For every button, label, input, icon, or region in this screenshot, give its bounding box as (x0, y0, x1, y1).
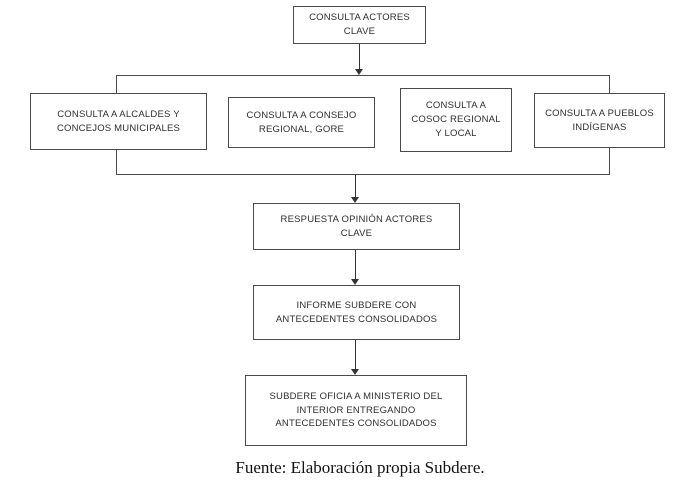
node-consulta-pueblos-indigenas: CONSULTA A PUEBLOS INDÍGENAS (534, 93, 665, 148)
arrow-down-icon (351, 250, 360, 285)
node-consulta-pueblos-indigenas-label: CONSULTA A PUEBLOS INDÍGENAS (545, 107, 654, 133)
arrow-down-icon (351, 175, 360, 203)
source-caption: Fuente: Elaboración propia Subdere. (235, 458, 485, 477)
node-consulta-actores-clave: CONSULTA ACTORES CLAVE (293, 6, 426, 44)
node-consulta-alcaldes: CONSULTA A ALCALDES Y CONCEJOS MUNICIPAL… (30, 93, 207, 150)
node-informe-subdere-label: INFORME SUBDERE CON ANTECEDENTES CONSOLI… (275, 299, 438, 325)
node-subdere-oficia-ministerio-label: SUBDERE OFICIA A MINISTERIO DEL INTERIOR… (269, 390, 443, 430)
node-subdere-oficia-ministerio: SUBDERE OFICIA A MINISTERIO DEL INTERIOR… (245, 375, 467, 446)
node-consulta-cosoc-label: CONSULTA A COSOC REGIONAL Y LOCAL (411, 100, 501, 139)
node-respuesta-opinion: RESPUESTA OPINIÓN ACTORES CLAVE (253, 203, 460, 250)
node-respuesta-opinion-label: RESPUESTA OPINIÓN ACTORES CLAVE (280, 213, 433, 239)
node-informe-subdere: INFORME SUBDERE CON ANTECEDENTES CONSOLI… (253, 285, 460, 340)
node-consulta-consejo-regional: CONSULTA A CONSEJO REGIONAL, GORE (228, 97, 375, 148)
arrow-down-icon (351, 340, 360, 375)
node-consulta-actores-clave-label: CONSULTA ACTORES CLAVE (309, 12, 410, 37)
node-consulta-consejo-regional-label: CONSULTA A CONSEJO REGIONAL, GORE (246, 109, 357, 135)
arrow-down-icon (355, 44, 364, 75)
node-consulta-cosoc: CONSULTA A COSOC REGIONAL Y LOCAL (400, 88, 512, 152)
node-consulta-alcaldes-label: CONSULTA A ALCALDES Y CONCEJOS MUNICIPAL… (56, 108, 181, 134)
